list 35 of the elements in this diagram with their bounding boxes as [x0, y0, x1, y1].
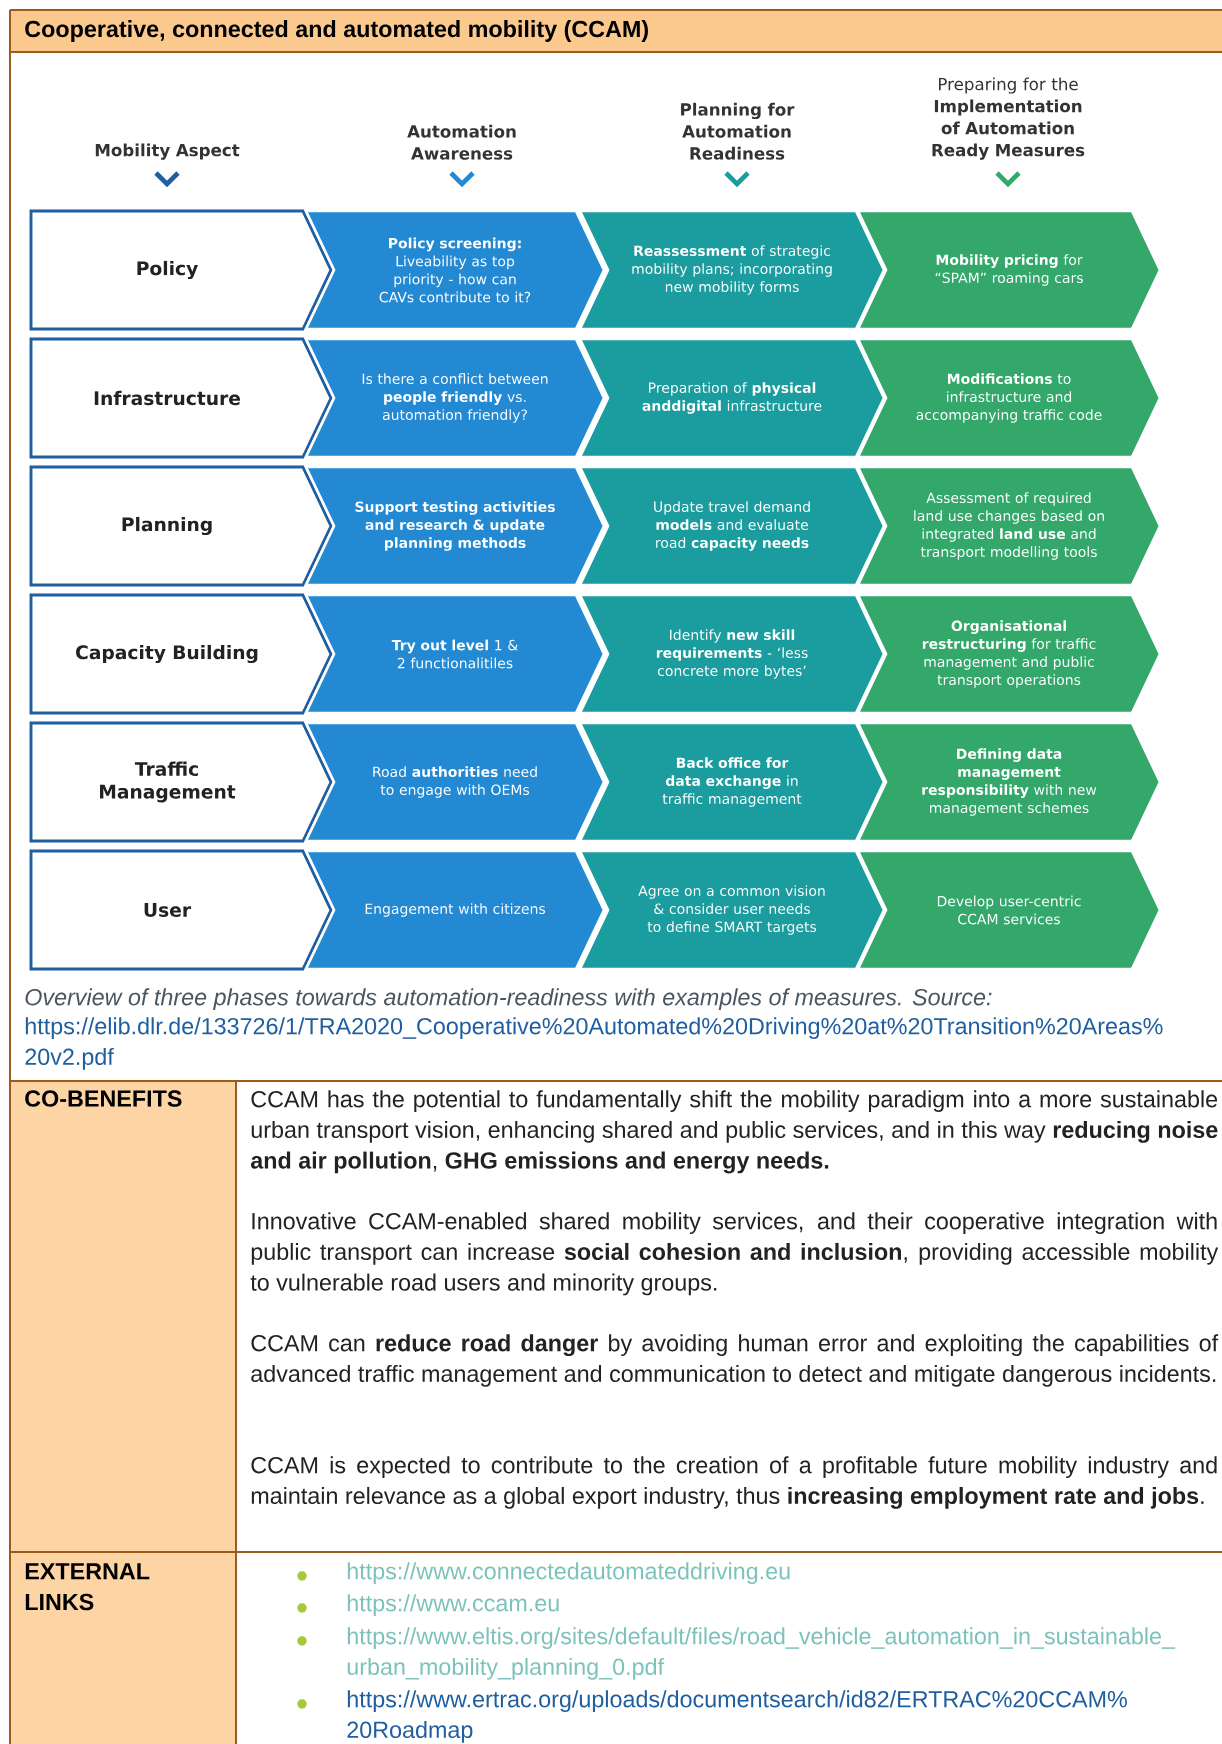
chevron-box: Reassessment of strategic mobility plans; incorporating new mobility forms	[577, 209, 886, 331]
link: https://www.eltis.org/sites/default/files/road_vehicle_automation_in_sustainable_urban_mobility_planning_0.pdf	[347, 1627, 1176, 1680]
chevron-box: Back office for data exchange in traffic management	[577, 721, 886, 843]
chevron-box: Identify new skill requirements - ‘less concrete more bytes’	[577, 593, 886, 715]
paragraph: CCAM has the potential to fundamentally shift the mobility paradigm into a more sustainable urban transport vision, enhancing shared and public services, and in this way reducing noise and air pollution, GHG emissions and energy needs.	[250, 1090, 1218, 1174]
column-heading: Automation Awareness	[407, 124, 516, 160]
link: https://www.ccam.eu	[347, 1594, 559, 1617]
chevron-box: Preparation of physical anddigital infrastructure	[577, 337, 886, 459]
chevron-box: Agree on a common vision & consider user needs to define SMART targets	[577, 849, 886, 971]
aspect-box: Capacity Building	[29, 593, 333, 715]
aspect-box: Traffic Management	[29, 721, 333, 843]
column-heading: Preparing for the Implementation of Automation Ready Measures	[932, 77, 1085, 160]
link: https://www.connectedautomateddriving.eu	[347, 1562, 790, 1585]
aspect-box: Infrastructure	[29, 337, 333, 459]
paragraph: Innovative CCAM-enabled shared mobility services, and their cooperative integration with public transport can increase social cohesion and inclusion, providing accessible mobility to vulnerable road users and minority groups.	[250, 1212, 1219, 1296]
chevron-box: Engagement with citizens	[303, 849, 606, 971]
caption: Overview of three phases towards automation-readiness with examples of measures. Source:	[25, 988, 992, 1011]
source-link: https://elib.dlr.de/133726/1/TRA2020_Cooperative%20Automated%20Driving%20at%20Transition%20Areas%20v2.pdf	[25, 1017, 1163, 1070]
chevron-box: Road authorities need to engage with OEMs	[303, 721, 606, 843]
paragraph: CCAM can reduce road danger by avoiding human error and exploiting the capabilities of advanced traffic management and communication to detect and mitigate dangerous incidents.	[251, 1334, 1219, 1387]
chevron-box: Policy screening: Liveability as top priority - how can CAVs contribute to it?	[303, 209, 606, 331]
table-header-cell: EXTERNAL LINKS	[11, 1553, 235, 1744]
chevron-box: Update travel demand models and evaluate road capacity needs	[577, 465, 886, 587]
aspect-box: Planning	[29, 465, 333, 587]
aspect-box: User	[29, 849, 333, 971]
paragraph: CCAM is expected to contribute to the creation of a profitable future mobility industry and maintain relevance as a global export industry, thus increasing employment rate and jobs.	[251, 1456, 1217, 1509]
column-heading: Planning for Automation Readiness	[681, 102, 795, 160]
column-heading: Mobility Aspect	[95, 143, 240, 160]
table-header-cell: CO-BENEFITS	[11, 1082, 235, 1551]
title-bar: Cooperative, connected and automated mobility (CCAM)	[10, 10, 1222, 52]
chevron-box: Try out level 1 & 2 functionalitiles	[303, 593, 606, 715]
link: https://www.ertrac.org/uploads/documentsearch/id82/ERTRAC%20CCAM%20Roadmap	[347, 1690, 1127, 1743]
chevron-box: Is there a conflict between people friendly vs. automation friendly?	[303, 337, 606, 459]
aspect-box: Policy	[29, 209, 333, 331]
chevron-box: Support testing activities and research & update planning methods	[303, 465, 606, 587]
